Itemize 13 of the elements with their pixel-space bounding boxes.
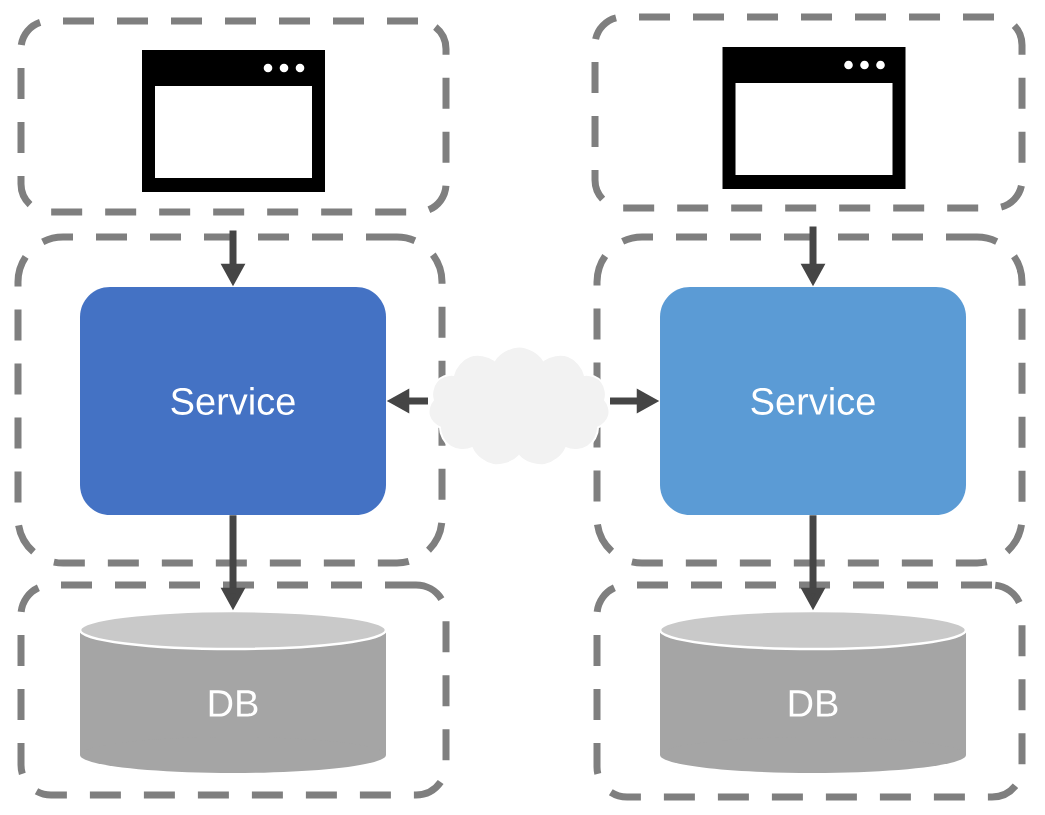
browser-window <box>722 47 906 189</box>
dashed-box <box>591 13 1026 212</box>
dashed-box <box>17 581 450 799</box>
cloud <box>427 345 611 467</box>
service-box: Service <box>660 287 966 515</box>
dashed-box <box>593 581 1026 801</box>
service-box: Service <box>80 287 386 515</box>
database-cylinder: DB <box>78 609 388 773</box>
dashed-box <box>14 233 446 567</box>
dashed-box <box>593 233 1026 567</box>
dashed-box <box>17 17 450 216</box>
database-cylinder: DB <box>658 609 968 773</box>
browser-window <box>142 50 325 192</box>
